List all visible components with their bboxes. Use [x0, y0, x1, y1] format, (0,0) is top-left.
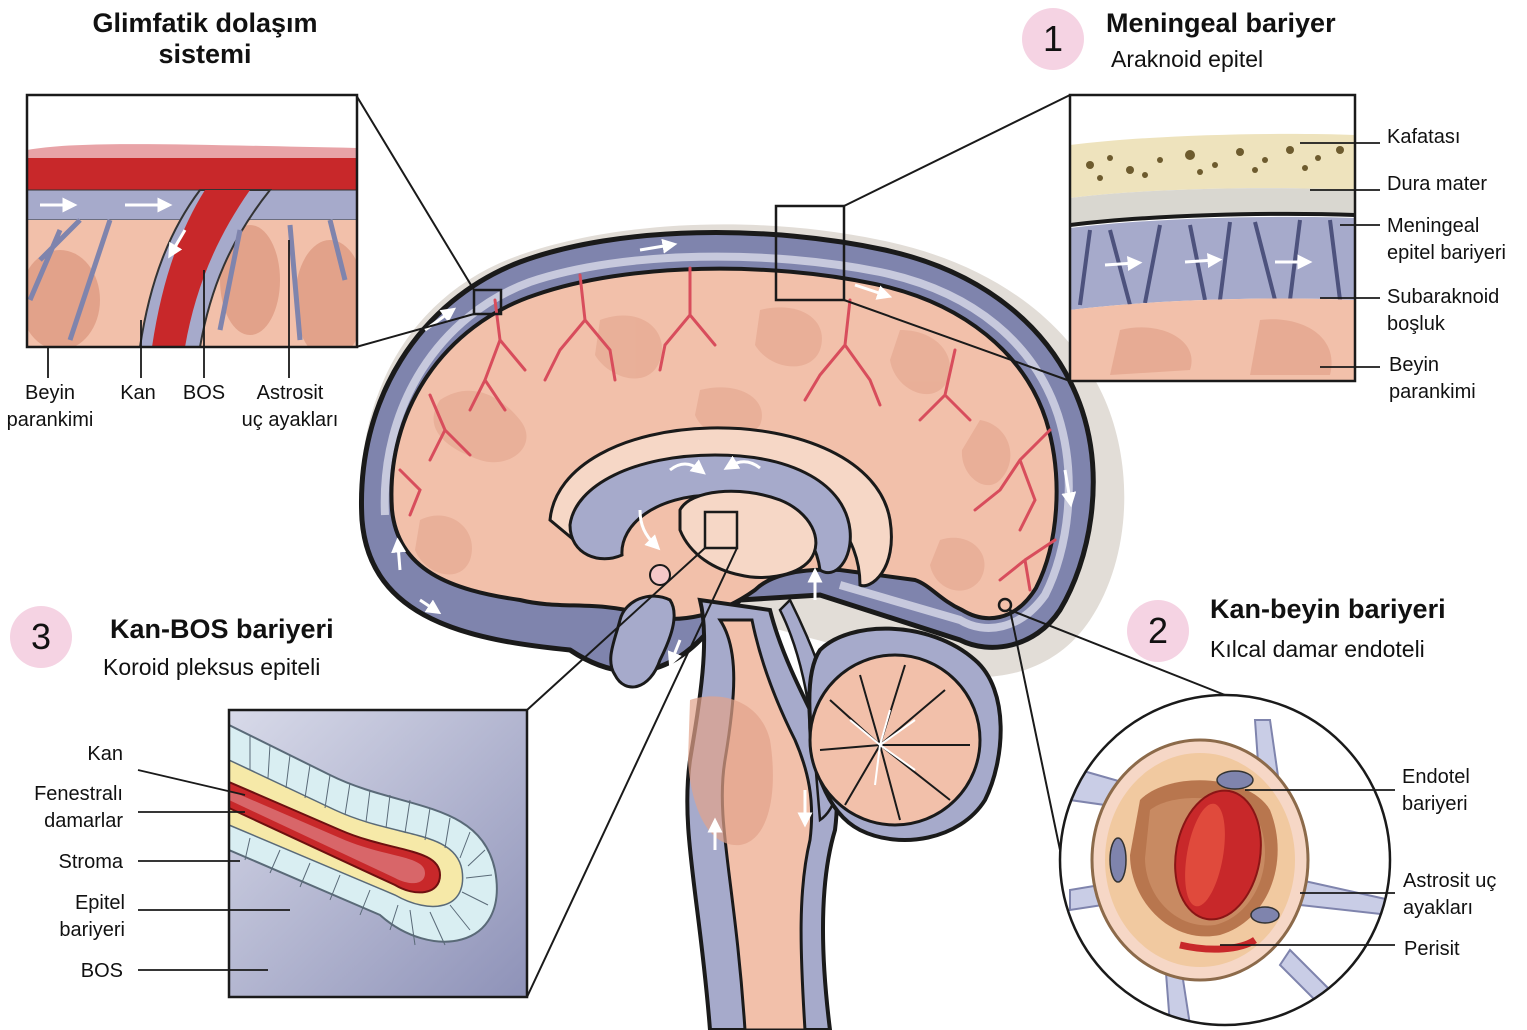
label-choroid-blood: Kan — [87, 743, 123, 765]
label-bbb-astrocyte: Astrosit uç ayakları — [1403, 870, 1497, 919]
label-pericyte: Perisit — [1404, 938, 1460, 960]
blood-csf-title: Kan-BOS bariyeri — [110, 614, 334, 644]
meningeal-zoom-box — [774, 204, 846, 302]
label-skull: Kafatası — [1387, 126, 1461, 148]
label-glymphatic-parenchyma: Beyin parankimi — [6, 382, 94, 431]
label-glymphatic-astrocyte: Astrosit uç ayakları — [241, 382, 339, 431]
capillary-panel — [1058, 693, 1395, 1027]
meningeal-title: Meningeal bariyer — [1106, 8, 1336, 38]
choroid-panel — [137, 708, 529, 999]
badge-1: 1 — [1022, 8, 1084, 70]
blood-brain-title: Kan-beyin bariyeri — [1210, 594, 1446, 624]
label-endothelial: Endotel bariyeri — [1402, 766, 1470, 815]
label-meningeal-parenchyma: Beyin parankimi — [1389, 354, 1476, 403]
label-dura: Dura mater — [1387, 173, 1488, 195]
label-fenestrated: Fenestralı damarlar — [34, 783, 123, 832]
cortical-vessels — [398, 266, 1057, 592]
capillary-marker — [997, 597, 1013, 613]
glymphatic-title: Glimfatik dolaşım sistemi — [92, 8, 318, 69]
zoom-connectors — [355, 94, 1226, 998]
glymphatic-zoom-box — [472, 288, 503, 316]
gyri-shading — [415, 307, 1011, 591]
brain-sagittal-section — [358, 204, 1125, 1030]
csf-flow-arrows — [391, 238, 1077, 850]
blood-csf-subtitle: Koroid pleksus epiteli — [103, 654, 321, 680]
label-epithelial: Epitel bariyeri — [59, 892, 125, 941]
label-subarachnoid: Subaraknoid boşluk — [1387, 286, 1500, 335]
label-glymphatic-csf: BOS — [182, 382, 226, 404]
blood-brain-subtitle: Kılcal damar endoteli — [1210, 636, 1425, 662]
choroid-zoom-box — [703, 510, 739, 550]
label-stroma: Stroma — [58, 851, 123, 873]
label-glymphatic-blood: Kan — [120, 382, 156, 404]
glymphatic-panel — [25, 93, 359, 378]
label-choroid-csf: BOS — [80, 960, 123, 982]
badge-2: 2 — [1127, 600, 1189, 662]
meningeal-panel — [1068, 93, 1380, 383]
badge-3: 3 — [10, 606, 72, 668]
cerebellum — [807, 626, 1003, 842]
meningeal-subtitle: Araknoid epitel — [1111, 46, 1264, 72]
label-meningeal-barrier: Meningeal epitel bariyeri — [1387, 215, 1506, 264]
